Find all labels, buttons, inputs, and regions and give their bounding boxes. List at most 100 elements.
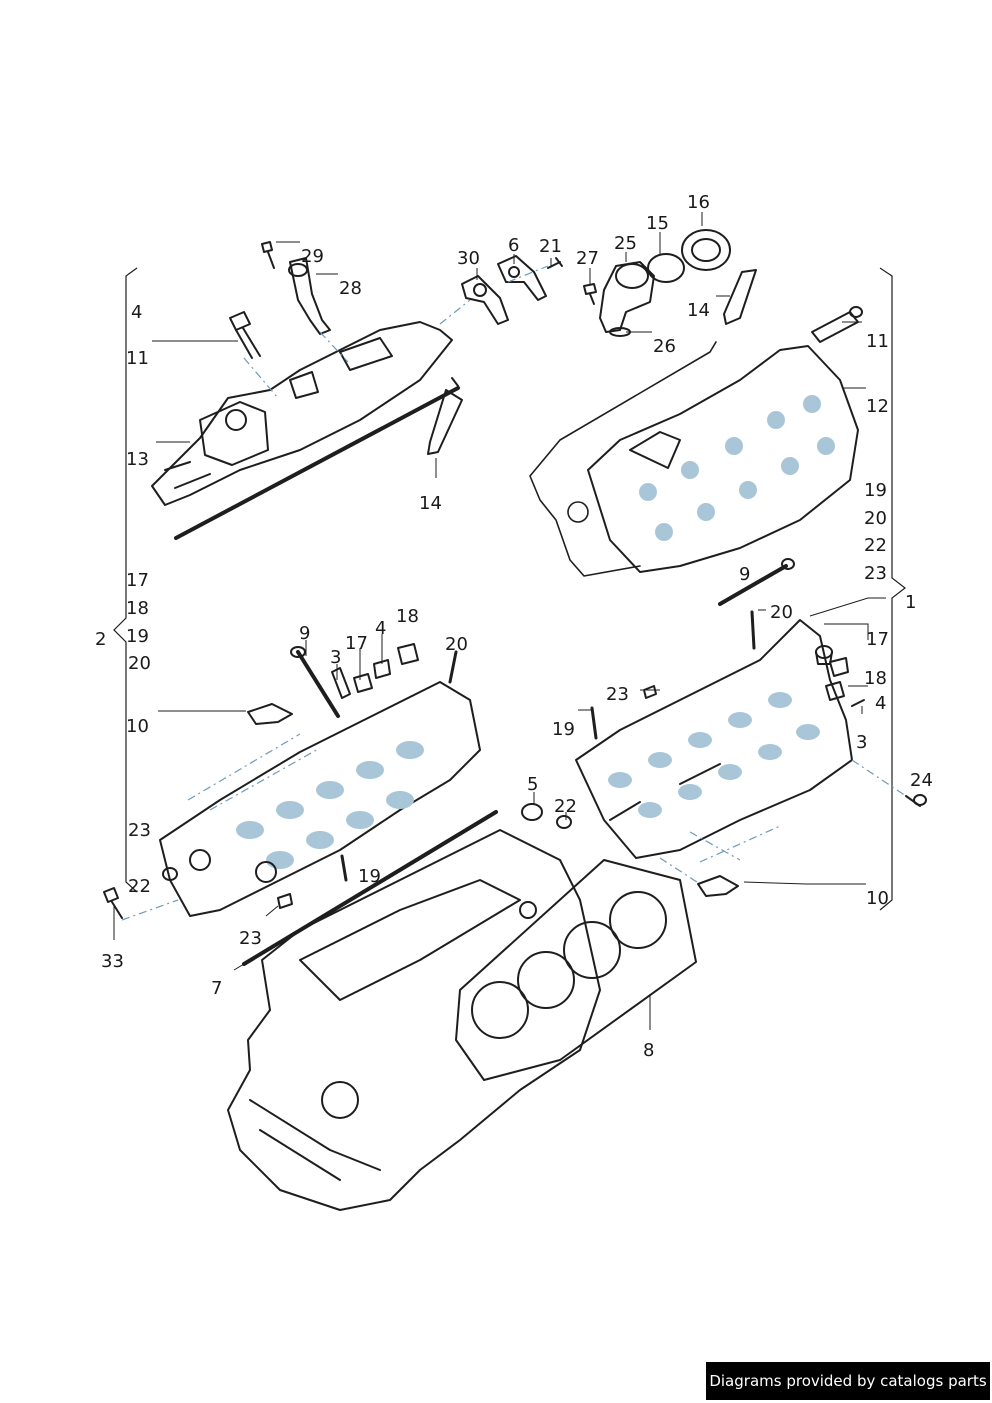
- callout-19: 19: [864, 480, 887, 501]
- callout-17: 17: [126, 570, 149, 591]
- callout-9-right: 9: [739, 564, 750, 585]
- callout-18-left: 18: [396, 606, 419, 627]
- part-23-left: [277, 893, 293, 909]
- callout-12: 12: [866, 396, 889, 417]
- sealant-tube-left: [427, 377, 463, 455]
- cap-16: [681, 229, 731, 271]
- callout-19-left: 19: [126, 626, 149, 647]
- callout-25: 25: [614, 233, 637, 254]
- callout-23: 23: [864, 563, 887, 584]
- callout-28: 28: [339, 278, 362, 299]
- callout-6: 6: [508, 235, 519, 256]
- part-3-left: [331, 667, 351, 699]
- valve-cover-left: [151, 321, 453, 506]
- bracket-10-left: [247, 703, 293, 725]
- credit-banner: Diagrams provided by catalogs parts: [706, 1362, 990, 1400]
- callout-33: 33: [101, 951, 124, 972]
- bolt-24: [905, 794, 927, 807]
- engine-block: [227, 829, 601, 1211]
- callout-11-right: 11: [866, 331, 889, 352]
- callout-22: 22: [864, 535, 887, 556]
- stud-20-right: [750, 610, 756, 650]
- callout-20: 20: [864, 508, 887, 529]
- plate-6: [497, 255, 547, 301]
- callout-19-lower: 19: [358, 866, 381, 887]
- callout-23-right: 23: [606, 684, 629, 705]
- callout-3-left: 3: [330, 647, 341, 668]
- head-gasket-8: [455, 859, 697, 1081]
- bolt-27: [583, 283, 597, 305]
- part-3-right: [851, 699, 865, 707]
- callout-20-right: 20: [770, 602, 793, 623]
- part-19-left: [340, 854, 348, 882]
- part-18-left: [397, 643, 419, 665]
- stud-20-left: [448, 650, 458, 684]
- callout-18: 18: [126, 598, 149, 619]
- flange-30: [461, 275, 509, 325]
- sensor-28: [261, 241, 331, 335]
- leader-lines: [113, 212, 886, 1030]
- gasket-right-cover: [529, 341, 717, 577]
- bracket-10-right: [697, 875, 739, 897]
- cup-18-right: [829, 657, 849, 677]
- cylinder-head-left: [159, 681, 481, 917]
- callout-16: 16: [687, 192, 710, 213]
- callout-17-right: 17: [866, 629, 889, 650]
- callout-10-left: 10: [126, 716, 149, 737]
- seal-ring-15: [647, 253, 685, 283]
- callout-24: 24: [910, 770, 933, 791]
- callout-14: 14: [419, 493, 442, 514]
- stud-9-right: [718, 558, 795, 606]
- cylinder-head-right: [575, 619, 853, 859]
- callout-4: 4: [131, 302, 142, 323]
- callout-8: 8: [643, 1040, 654, 1061]
- callout-23-left: 23: [128, 820, 151, 841]
- callout-4-left: 4: [375, 618, 386, 639]
- callout-3-right: 3: [856, 732, 867, 753]
- callout-21: 21: [539, 236, 562, 257]
- part-4-left: [373, 659, 391, 679]
- bolt-33: [103, 887, 123, 919]
- callout-13: 13: [126, 449, 149, 470]
- callout-10-right: 10: [866, 888, 889, 909]
- part-17-left: [353, 673, 373, 693]
- callout-18-right: 18: [864, 668, 887, 689]
- gasket-7: [242, 810, 498, 966]
- callout-2: 2: [95, 629, 106, 650]
- callout-11: 11: [126, 348, 149, 369]
- bolt-11-left: [229, 311, 261, 359]
- brace-group-2: [113, 267, 138, 893]
- stud-9-left: [290, 646, 340, 718]
- valve-cover-right: [587, 345, 859, 573]
- valve-cover-gasket-left: [174, 386, 460, 540]
- part-23-right: [643, 685, 657, 699]
- callout-19-right: 19: [552, 719, 575, 740]
- bolt-11-right: [811, 306, 863, 343]
- callout-labels: 29 28 4 11 13 14 30 6 21 27 25 15 16 14 …: [95, 192, 933, 1061]
- bolt-21: [547, 257, 563, 269]
- callout-14-right: 14: [687, 300, 710, 321]
- callout-27: 27: [576, 248, 599, 269]
- plug-5: [521, 803, 543, 821]
- callout-7: 7: [211, 978, 222, 999]
- part-4-right: [825, 681, 845, 701]
- callout-9-left: 9: [299, 623, 310, 644]
- nut-22-left: [162, 867, 178, 881]
- nut-22-center: [556, 815, 572, 829]
- callout-17-left: 17: [345, 633, 368, 654]
- callout-20-left: 20: [128, 653, 151, 674]
- hydraulic-tappet-17-right: [815, 645, 833, 665]
- callout-15: 15: [646, 213, 669, 234]
- callout-23-lower: 23: [239, 928, 262, 949]
- callout-1: 1: [905, 592, 916, 613]
- callout-29: 29: [301, 246, 324, 267]
- callout-30: 30: [457, 248, 480, 269]
- callout-5: 5: [527, 774, 538, 795]
- callout-22-center: 22: [554, 796, 577, 817]
- callout-20-left-stud: 20: [445, 634, 468, 655]
- callout-22-left: 22: [128, 876, 151, 897]
- part-19-right: [590, 706, 598, 740]
- sealant-tube-right: [723, 269, 757, 325]
- housing-25: [599, 261, 655, 333]
